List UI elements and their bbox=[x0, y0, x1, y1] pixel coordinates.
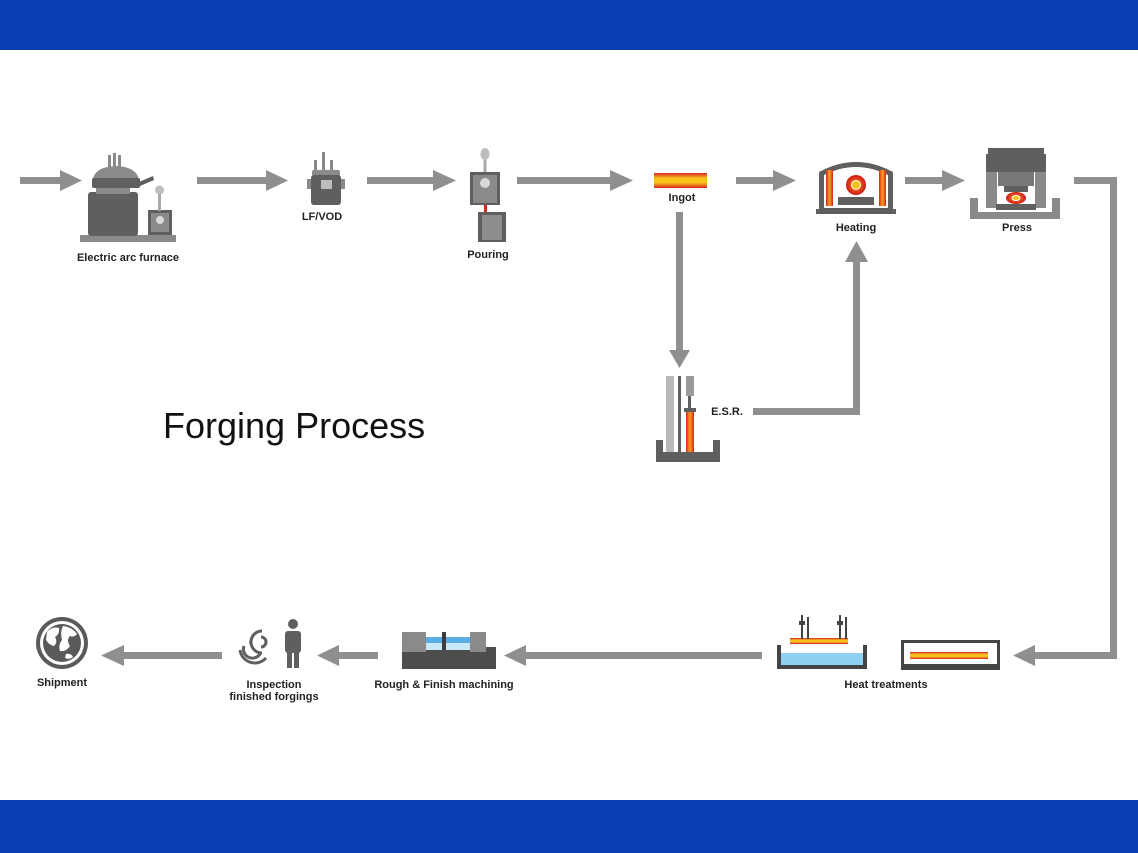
arrow-ingot-to-heating bbox=[736, 170, 796, 191]
arrow-press-to-heat-treatments bbox=[1013, 177, 1117, 666]
top-band bbox=[0, 0, 1138, 50]
label-electric-arc-furnace: Electric arc furnace bbox=[77, 252, 179, 264]
label-shipment: Shipment bbox=[37, 677, 87, 689]
pouring-icon bbox=[470, 148, 506, 242]
label-machining: Rough & Finish machining bbox=[374, 679, 513, 691]
lf-vod-icon bbox=[307, 152, 345, 205]
electric-arc-furnace-icon bbox=[80, 153, 176, 242]
ingot-icon bbox=[654, 173, 707, 188]
flow-arrows bbox=[20, 170, 1117, 666]
page-title: Forging Process bbox=[163, 405, 426, 446]
heat-treatment-icon bbox=[777, 615, 1000, 670]
label-inspection-line1: Inspection bbox=[246, 679, 301, 691]
label-lf-vod: LF/VOD bbox=[302, 211, 342, 223]
esr-icon bbox=[656, 376, 720, 462]
label-esr: E.S.R. bbox=[711, 406, 743, 418]
heating-furnace-icon bbox=[816, 162, 896, 214]
globe-icon bbox=[36, 617, 88, 669]
arrow-heating-to-press bbox=[905, 170, 965, 191]
arrow-pouring-to-ingot bbox=[517, 170, 633, 191]
arrow-machining-to-inspection bbox=[317, 645, 378, 666]
label-press: Press bbox=[1002, 222, 1032, 234]
label-heating: Heating bbox=[836, 222, 876, 234]
label-pouring: Pouring bbox=[467, 249, 509, 261]
label-ingot: Ingot bbox=[669, 192, 696, 204]
arrow-eaf-to-lfvod bbox=[197, 170, 288, 191]
bottom-band bbox=[0, 800, 1138, 853]
inspection-icon bbox=[238, 619, 301, 668]
arrow-lfvod-to-pouring bbox=[367, 170, 456, 191]
arrow-ingot-to-esr bbox=[669, 212, 690, 368]
label-heat-treatments: Heat treatments bbox=[844, 679, 927, 691]
arrow-inspection-to-shipment bbox=[101, 645, 222, 666]
press-icon bbox=[970, 148, 1060, 219]
arrow-entry bbox=[20, 170, 82, 191]
arrow-heat-treatments-to-machining bbox=[504, 645, 762, 666]
arrow-esr-to-heating bbox=[753, 241, 868, 415]
label-inspection-line2: finished forgings bbox=[229, 691, 318, 703]
machining-icon bbox=[402, 632, 496, 669]
